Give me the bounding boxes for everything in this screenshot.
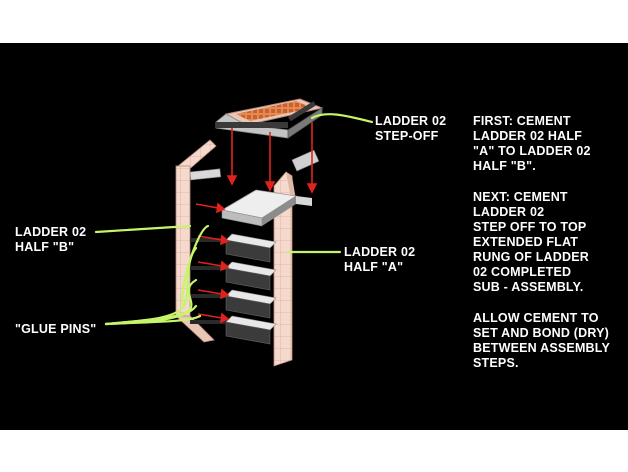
step-4 [225, 315, 277, 345]
callout-lines [94, 113, 374, 326]
label-half-a: LADDER 02 HALF "A" [344, 245, 415, 275]
arrow-pin-1 [195, 202, 226, 214]
arrow-pin-4 [197, 288, 230, 300]
diagram-canvas: LADDER 02 STEP-OFF LADDER 02 HALF "B" LA… [0, 43, 628, 430]
instruction-next-line-3: STEP OFF TO TOP [473, 220, 587, 234]
step-1 [225, 233, 277, 263]
instruction-first-line-2: LADDER 02 HALF [473, 129, 583, 143]
label-half-b-line-1: LADDER 02 [15, 225, 87, 239]
label-glue-pins: "GLUE PINS" [15, 322, 97, 336]
arrow-step-off-down-3 [306, 122, 318, 194]
instruction-allow-line-3: BETWEEN ASSEMBLY [473, 341, 611, 355]
instruction-first-line-4: HALF "B". [473, 159, 536, 173]
arrow-pin-5 [197, 312, 230, 324]
arrow-step-off-down-2 [264, 132, 276, 192]
instruction-next-line-5: RUNG OF LADDER [473, 250, 589, 264]
assembly-arrows [195, 122, 318, 324]
instruction-allow-line-4: STEPS. [473, 356, 519, 370]
label-step-off: LADDER 02 STEP-OFF [375, 114, 446, 144]
label-step-off-line-2: STEP-OFF [375, 129, 439, 143]
instructions-panel: FIRST: CEMENT LADDER 02 HALF "A" TO LADD… [473, 114, 610, 371]
top-flat-rung [220, 189, 312, 227]
label-half-b: LADDER 02 HALF "B" [15, 225, 86, 255]
callout-step-off [310, 113, 374, 124]
ladder-assembly-drawing [94, 98, 374, 367]
callout-glue-pins-5 [181, 224, 210, 308]
instruction-first-line-1: FIRST: CEMENT [473, 114, 571, 128]
arrow-pin-3 [197, 260, 230, 272]
instruction-allow-line-2: SET AND BOND (DRY) [473, 326, 610, 340]
label-half-b-line-2: HALF "B" [15, 240, 75, 254]
instruction-next-line-6: 02 COMPLETED [473, 265, 572, 279]
callout-half-b [94, 224, 192, 234]
instruction-next-line-7: SUB - ASSEMBLY. [473, 280, 584, 294]
arrow-pin-2 [197, 234, 230, 246]
arrow-step-off-down-1 [226, 128, 238, 186]
instruction-next-line-1: NEXT: CEMENT [473, 190, 568, 204]
step-2 [225, 261, 277, 291]
label-half-a-line-1: LADDER 02 [344, 245, 416, 259]
instruction-next-line-4: EXTENDED FLAT [473, 235, 579, 249]
instruction-first-line-3: "A" TO LADDER 02 [473, 144, 591, 158]
instruction-next-line-2: LADDER 02 [473, 205, 545, 219]
instruction-allow-line-1: ALLOW CEMENT TO [473, 311, 599, 325]
label-step-off-line-1: LADDER 02 [375, 114, 447, 128]
callout-glue-pins-4 [104, 314, 202, 326]
step-3 [225, 289, 277, 319]
ladder-steps [190, 233, 277, 345]
label-half-a-line-2: HALF "A" [344, 260, 404, 274]
